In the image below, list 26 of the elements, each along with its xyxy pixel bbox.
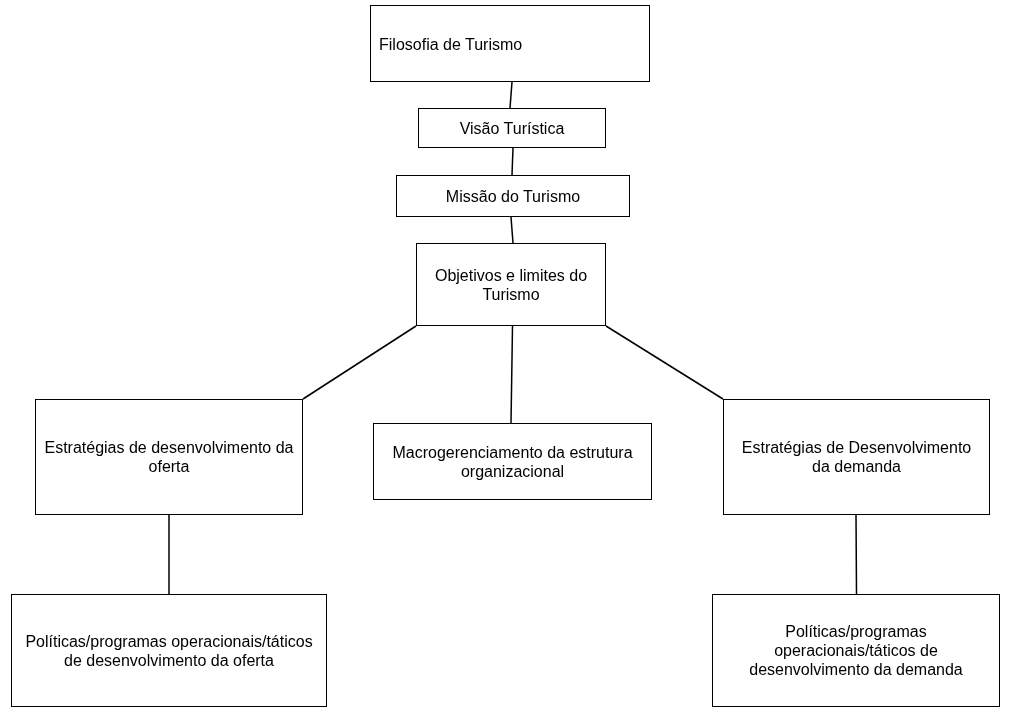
connector-line	[855, 514, 858, 595]
text-box	[416, 243, 606, 326]
node-label: Missão do Turismo	[445, 186, 581, 206]
node-label: Visão Turística	[459, 118, 565, 138]
connector-line	[510, 216, 514, 244]
text-box	[370, 5, 650, 82]
connector-line	[509, 81, 513, 109]
text-box	[723, 399, 990, 515]
connector-line	[168, 514, 170, 595]
text-box	[396, 175, 630, 217]
text-box	[373, 423, 652, 500]
text-box	[712, 594, 1000, 707]
node-label: Políticas/programas operacionais/táticos de desenvolvimento da demanda	[748, 622, 964, 679]
node-label: Filosofia de Turismo	[379, 35, 523, 54]
text-box	[11, 594, 327, 707]
connector-line	[510, 325, 514, 424]
node-label: Macrogerenciamento da estrutura organizacional	[391, 442, 634, 481]
text-box	[35, 399, 303, 515]
text-box	[418, 108, 606, 148]
node-label: Objetivos e limites do Turismo	[433, 265, 589, 304]
node-label: Políticas/programas operacionais/táticos de desenvolvimento da oferta	[24, 631, 314, 670]
connector-line	[302, 325, 417, 400]
node-label: Estratégias de desenvolvimento da oferta	[44, 438, 294, 476]
connector-line	[511, 147, 514, 176]
connector-line	[605, 325, 724, 400]
node-label: Estratégias de Desenvolvimento da demanda	[740, 438, 973, 476]
